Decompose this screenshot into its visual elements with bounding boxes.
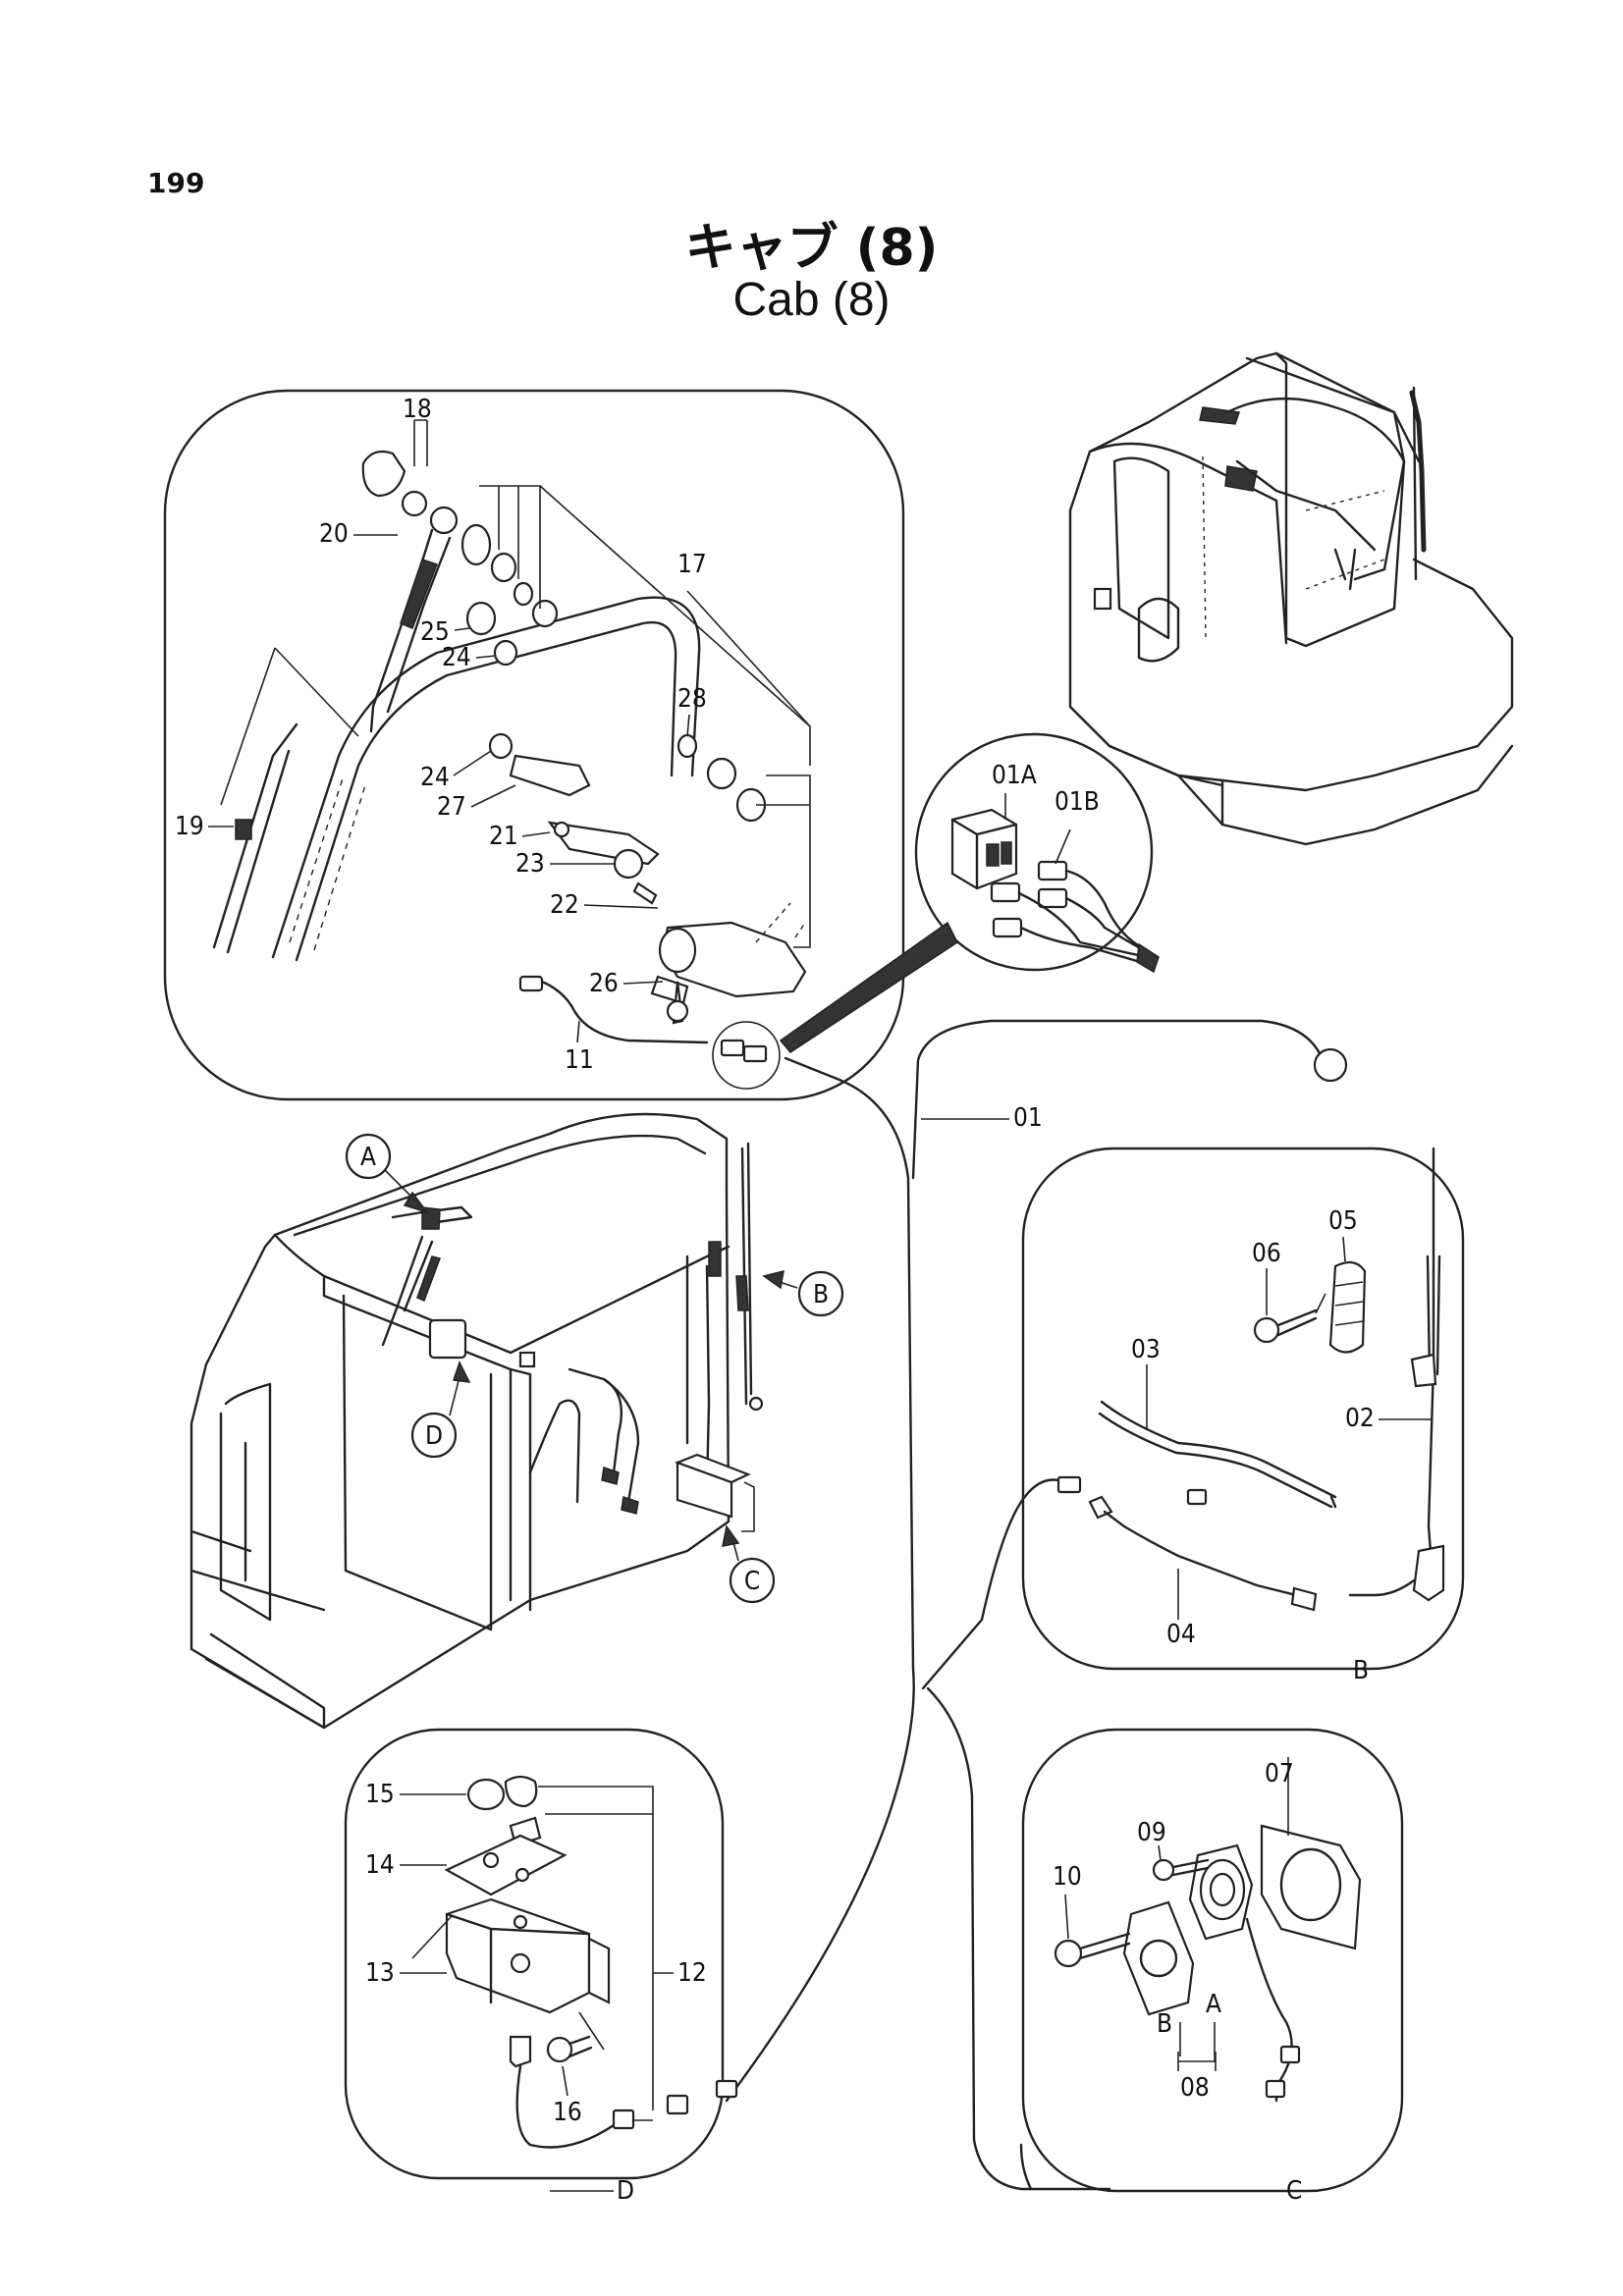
part-label-23: 23 <box>515 849 545 879</box>
detail-frame-speaker <box>1021 1728 1404 2193</box>
part-label-07: 07 <box>1265 1759 1294 1789</box>
title-english: Cab (8) <box>732 274 891 326</box>
part-label-09: 09 <box>1137 1818 1166 1847</box>
part-label-24a: 24 <box>442 643 471 672</box>
callout-b: B <box>762 1269 844 1317</box>
panel-ref-d: D <box>617 2176 634 2206</box>
part-label-01B: 01B <box>1055 787 1100 817</box>
wiper-assembly <box>212 419 811 1090</box>
main-harness <box>715 1019 1348 2191</box>
cab-overview <box>1068 351 1514 846</box>
part-label-01: 01 <box>1013 1103 1043 1133</box>
connector-detail <box>950 793 1160 974</box>
detail-frame-room-light <box>344 1728 725 2180</box>
part-label-21: 21 <box>489 822 518 851</box>
speaker-detail <box>1054 1757 1362 2103</box>
callout-d: D <box>410 1361 471 1459</box>
connector-mark-a: A <box>1206 1990 1221 2019</box>
callout-a-letter: A <box>360 1143 376 1172</box>
callout-a: A <box>345 1133 429 1214</box>
part-label-24b: 24 <box>420 763 450 792</box>
part-label-10: 10 <box>1053 1862 1082 1892</box>
part-label-22: 22 <box>550 890 579 920</box>
part-label-02: 02 <box>1345 1404 1375 1433</box>
part-label-08: 08 <box>1180 2073 1210 2103</box>
callout-b-letter: B <box>813 1280 829 1309</box>
part-label-27: 27 <box>437 792 466 822</box>
antenna-detail <box>1056 1147 1445 1670</box>
part-label-15: 15 <box>365 1780 395 1809</box>
page-number: 199 <box>147 167 205 199</box>
part-label-13: 13 <box>365 1958 395 1988</box>
part-label-14: 14 <box>365 1850 395 1880</box>
part-label-06: 06 <box>1252 1239 1281 1268</box>
part-label-26: 26 <box>589 969 619 998</box>
part-number-labels: 18 20 17 25 24 28 24 27 19 21 23 22 26 1… <box>175 395 1432 2206</box>
callout-c-letter: C <box>744 1567 760 1596</box>
part-label-25: 25 <box>420 617 450 647</box>
detail-frame-wiper <box>163 389 905 1101</box>
part-label-05: 05 <box>1328 1206 1358 1236</box>
part-label-17: 17 <box>677 550 707 579</box>
part-label-19: 19 <box>175 812 204 841</box>
title-japanese: キャブ (8) <box>684 219 939 278</box>
callout-c: C <box>722 1524 776 1604</box>
part-label-20: 20 <box>319 519 349 549</box>
part-label-12: 12 <box>677 1958 707 1988</box>
part-label-01A: 01A <box>992 761 1037 790</box>
part-label-16: 16 <box>553 2098 582 2127</box>
part-label-18: 18 <box>403 395 432 424</box>
panel-ref-c: C <box>1286 2176 1302 2206</box>
part-label-04: 04 <box>1166 1620 1196 1649</box>
part-label-28: 28 <box>677 684 707 714</box>
part-label-11: 11 <box>565 1045 594 1075</box>
panel-ref-b: B <box>1353 1656 1369 1685</box>
detail-circle-connector <box>914 732 1154 972</box>
callout-d-letter: D <box>425 1421 443 1451</box>
room-light-detail <box>411 1775 689 2149</box>
cab-main <box>189 1112 764 1730</box>
zoom-leader <box>779 921 958 1053</box>
part-label-03: 03 <box>1131 1335 1161 1364</box>
connector-mark-b: B <box>1157 2009 1172 2039</box>
